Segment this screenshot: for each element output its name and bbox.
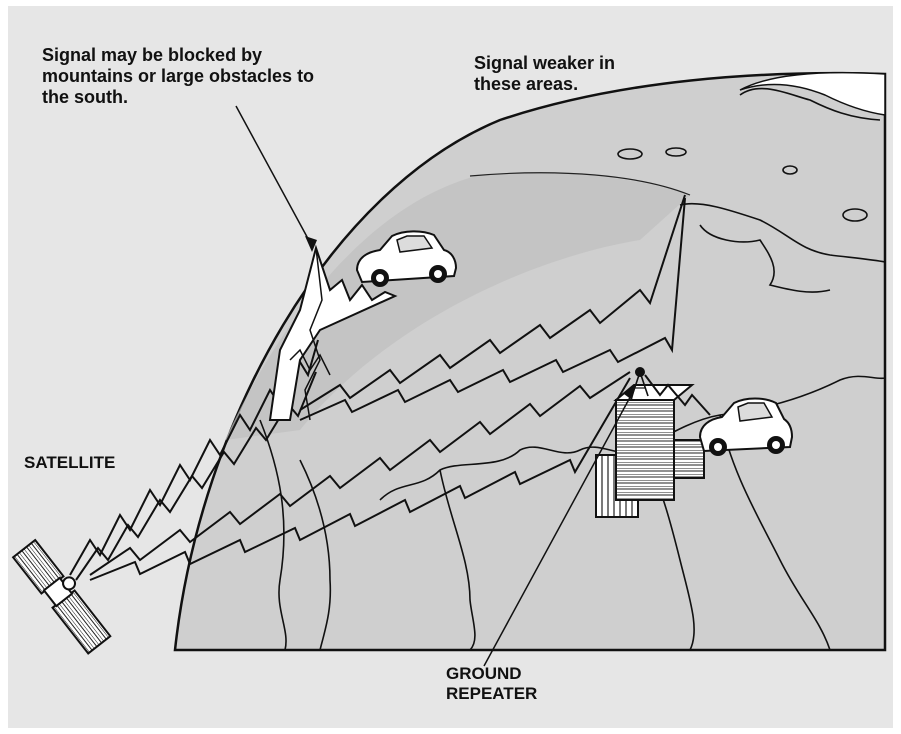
earth-shadow (225, 172, 690, 440)
signal-beam-repeater (644, 374, 711, 416)
earth-terminator (469, 172, 691, 196)
pointer-arrow-blocked (235, 105, 317, 252)
label-signal-blocked: Signal may be blocked by mountains or la… (42, 45, 315, 108)
label-satellite: SATELLITE (24, 453, 116, 472)
polar-ice (739, 71, 886, 116)
mountain-icon (268, 244, 398, 421)
coastlines (259, 87, 886, 651)
car-icon-top (355, 230, 458, 287)
label-signal-weaker: Signal weaker in these areas. (474, 53, 616, 95)
label-ground-repeater: GROUND REPEATER (446, 664, 538, 704)
satellite-icon (11, 538, 112, 655)
pointer-arrow-repeater (483, 384, 636, 667)
buildings-icon (595, 384, 705, 518)
car-icon-city (698, 397, 794, 456)
